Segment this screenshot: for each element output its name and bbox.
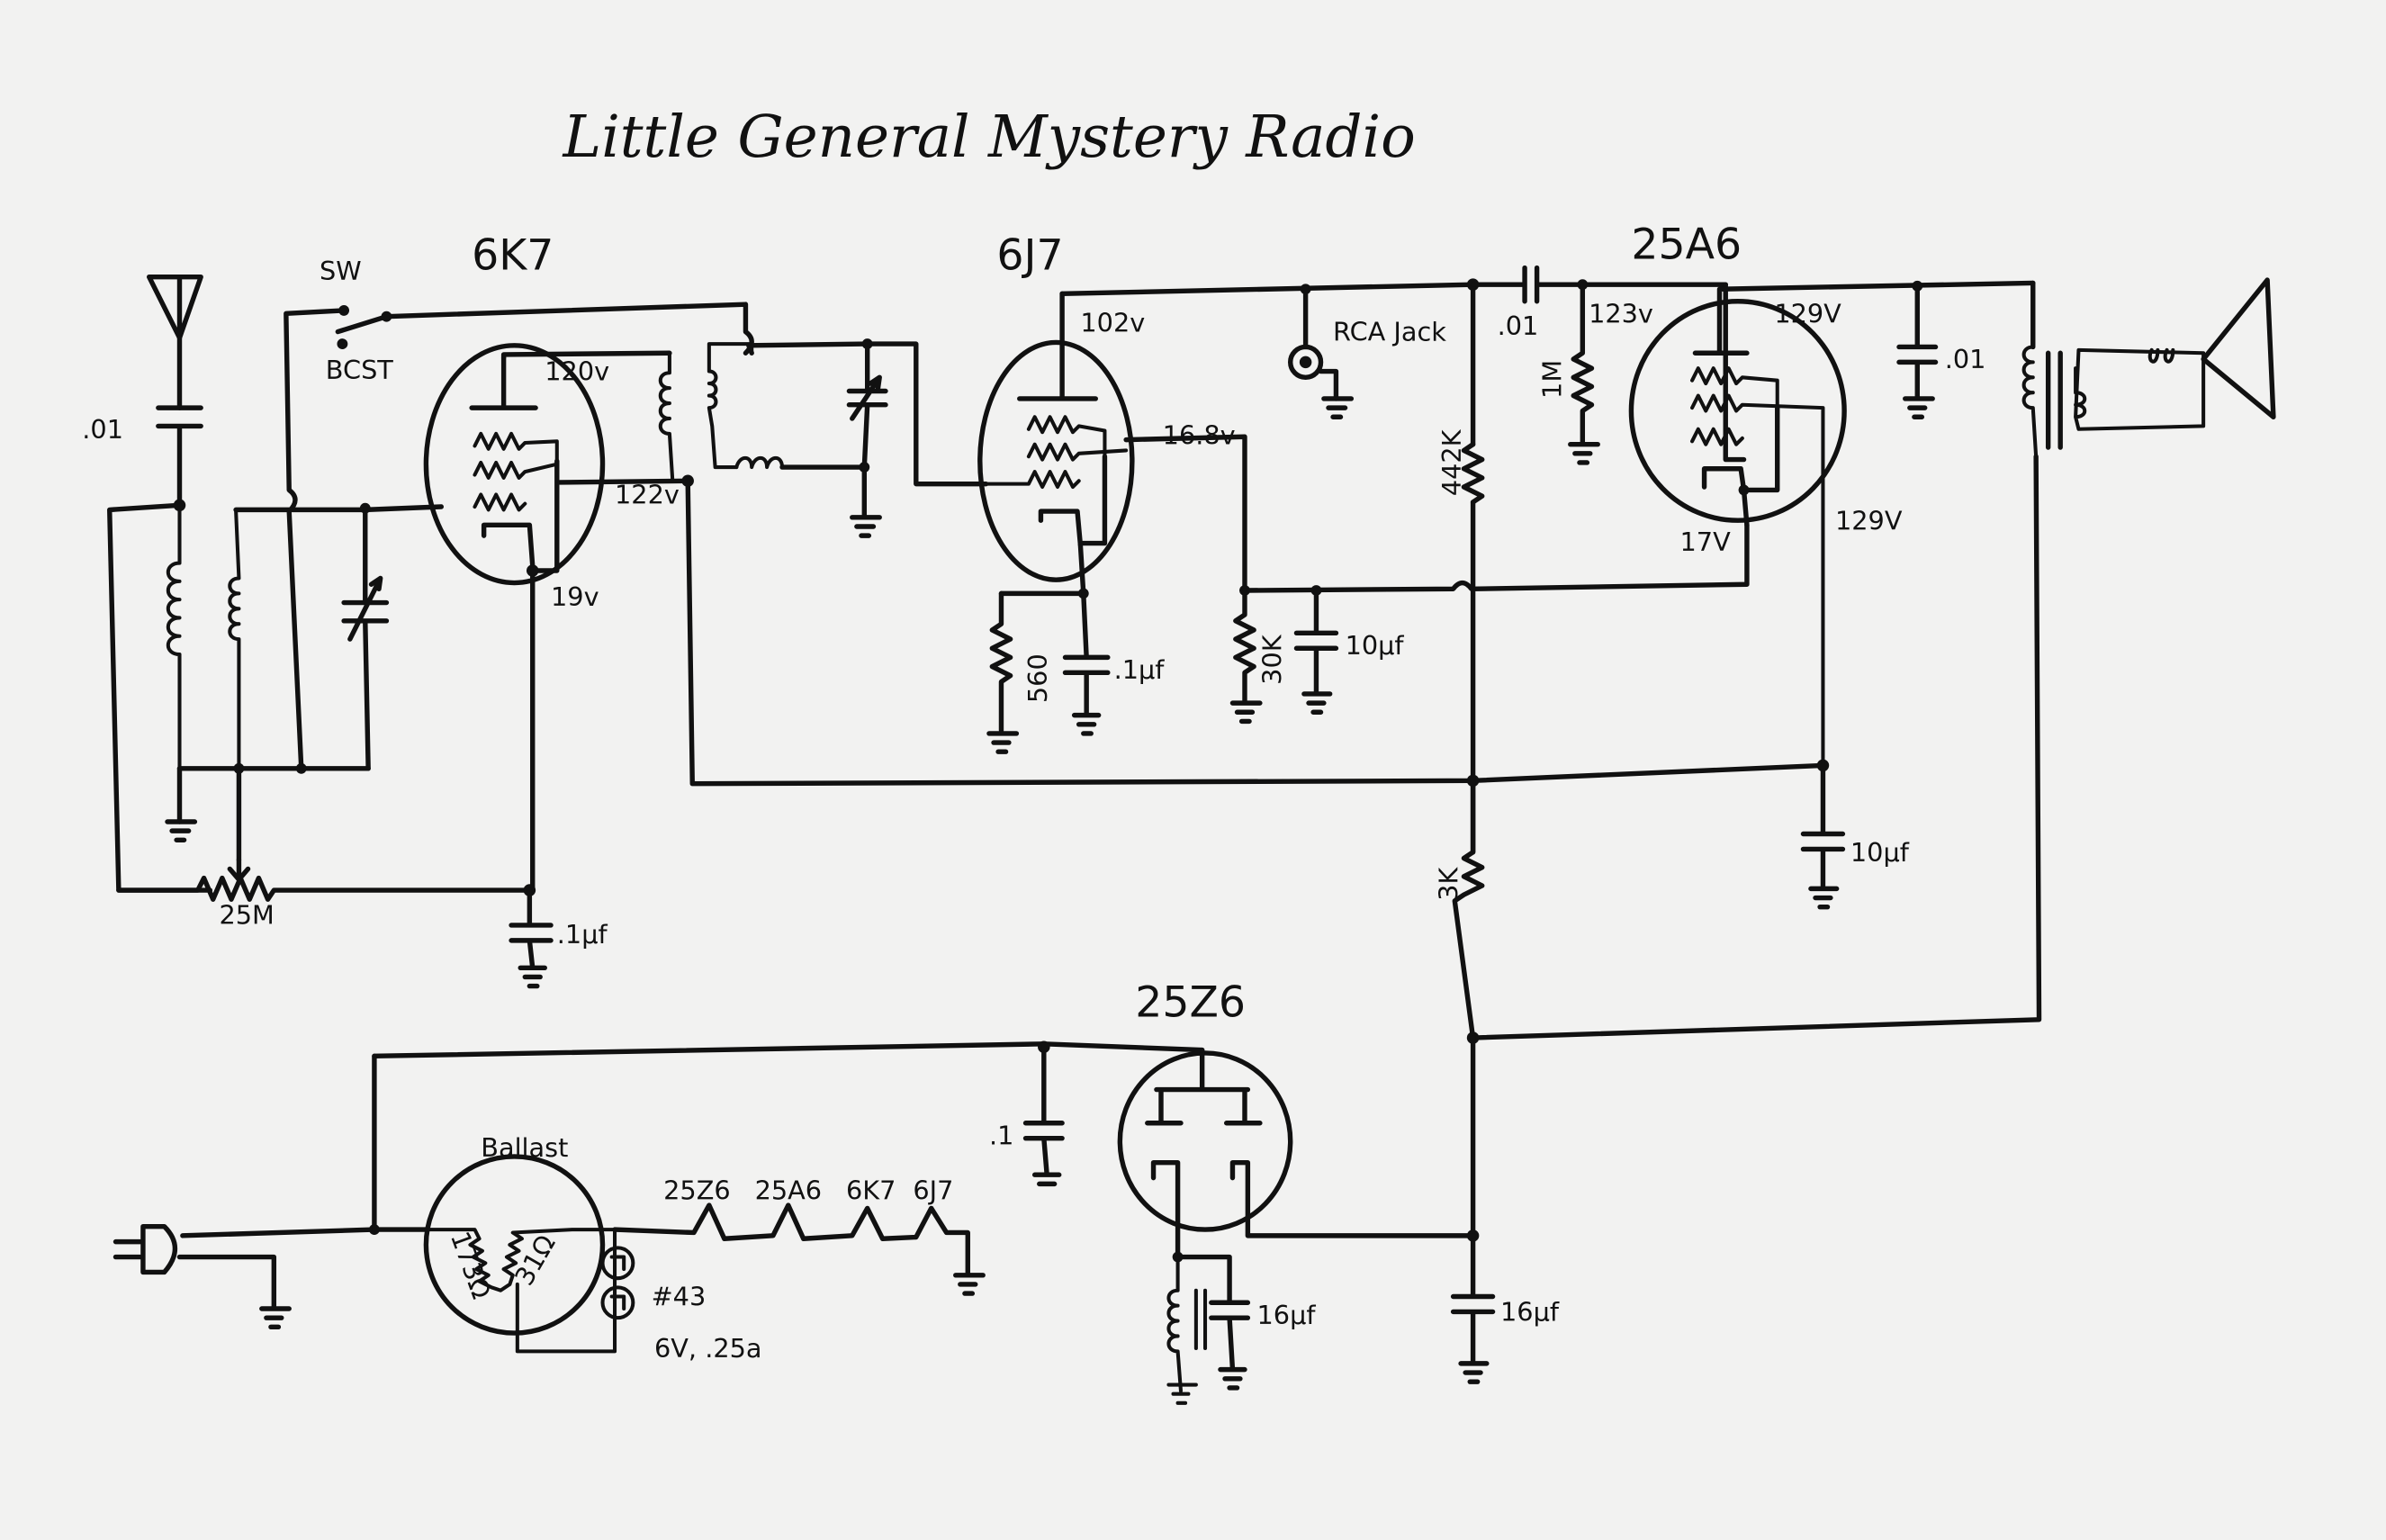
antenna-coil: [166, 503, 182, 770]
cathode-cap-6j7: [1062, 590, 1111, 736]
line-bypass-cap-label: .1: [989, 1120, 1013, 1150]
line-bypass-capacitor: [1022, 1044, 1065, 1187]
wire-if-top: [746, 341, 870, 356]
plate-load-resistor-label: 442K: [1436, 428, 1467, 496]
switch-label: SW: [320, 256, 362, 286]
wire-switch-right: [383, 302, 754, 356]
ballast-resistance-1: 173Ω: [445, 1228, 497, 1303]
wire-b-plus-bus: [685, 478, 1826, 787]
wire-loop-left: [107, 502, 213, 893]
plate-bypass-cap-25a6-label: .01: [1945, 344, 1986, 374]
if-transformer-secondary: [707, 342, 785, 470]
filter-choke: [1166, 1255, 1208, 1405]
wire-output-return: [1470, 454, 2042, 1040]
voltage-6j7-plate: 102v: [1080, 308, 1145, 338]
wire-6j7-grid: [864, 341, 989, 487]
rf-secondary-coil: [228, 508, 241, 770]
wire-line-to-rectifier: [372, 1041, 1205, 1059]
filter-cap-1: [1175, 1254, 1251, 1391]
wire-grid-6k7: [233, 504, 445, 513]
voltage-6k7-cathode: 19v: [551, 581, 599, 612]
tube-label-6k7: 6K7: [472, 230, 554, 280]
if-transformer-primary: [658, 351, 675, 483]
voltage-25a6-cathode: 17V: [1680, 527, 1732, 557]
cathode-resistor-6j7: [986, 590, 1020, 754]
tube-label-25z6: 25Z6: [1135, 977, 1246, 1027]
coupling-capacitor: [1470, 265, 1728, 304]
tube-label-25a6: 25A6: [1631, 220, 1742, 269]
heater-label-25a6: 25A6: [755, 1175, 823, 1205]
wire-ac-line: [180, 1227, 429, 1238]
heater-string: [612, 1202, 986, 1296]
cathode-resistor-6j7-label: 560: [1022, 653, 1053, 703]
volume-pot-label: 25M: [219, 899, 274, 930]
volume-potentiometer: [116, 857, 533, 902]
wire-25a6-grid: [1723, 282, 1747, 463]
plate-bypass-cap-25a6: [1896, 284, 1939, 419]
wire-6k7-plate: [500, 350, 672, 361]
cathode-bypass-cap-6k7-label: .1µf: [557, 919, 608, 950]
filter-cap-2: [1450, 1233, 1496, 1384]
output-transformer: [2021, 345, 2206, 459]
antenna-capacitor: [156, 405, 203, 509]
heater-label-6j7: 6J7: [913, 1175, 953, 1205]
ground-icon: [850, 515, 882, 538]
voltage-6k7-plate: 120v: [545, 356, 609, 387]
wire-6k7-screen: [557, 478, 690, 485]
cathode-cap-6j7-label: .1µf: [1114, 654, 1166, 685]
plate-load-resistor: [1461, 441, 1485, 505]
screen-resistor-6j7-label: 30K: [1257, 634, 1288, 685]
voltage-25a6-screen: 129V: [1835, 505, 1903, 536]
pilot-lamp-rating: 6V, .25a: [654, 1333, 762, 1364]
tube-25z6: [1117, 1047, 1476, 1260]
pilot-lamps: [600, 1246, 635, 1320]
rca-jack-label: RCA Jack: [1333, 317, 1446, 347]
diagram-title: Little General Mystery Radio: [563, 104, 1416, 171]
voltage-6k7-screen: 122v: [615, 480, 680, 510]
filter-cap-2-label: 16µf: [1500, 1297, 1560, 1328]
wire-6j7-plate: [1059, 282, 1476, 297]
coupling-cap-label: .01: [1498, 311, 1539, 341]
junction: [1738, 484, 1750, 496]
wire-screen-bus: [1242, 522, 1750, 593]
junction: [526, 564, 539, 577]
tube-25a6: [1628, 280, 2036, 768]
pilot-lamp-label: #43: [652, 1282, 707, 1312]
variable-capacitor-rf: [341, 505, 390, 771]
switch-position-label: BCST: [326, 355, 394, 385]
variable-capacitor-if: [846, 341, 888, 470]
screen-bypass-cap-25a6-label: 10µf: [1850, 837, 1910, 868]
wire-6j7-cathode: [1077, 542, 1086, 597]
grid-resistor: [1568, 282, 1600, 465]
ground-icon: [165, 819, 198, 842]
antenna-cap-label: .01: [82, 414, 123, 445]
screen-resistor-6j7: [1229, 588, 1263, 725]
voltage-25a6-grid-node: 123v: [1589, 298, 1653, 329]
screen-bypass-cap-25a6: [1800, 762, 1846, 910]
antenna: [146, 275, 203, 341]
wire-switch-left: [284, 308, 347, 771]
tube-label-6j7: 6J7: [996, 230, 1063, 280]
tube-6j7: [977, 291, 1135, 582]
ballast-resistance-2: 31Ω: [509, 1229, 562, 1291]
heater-label-25z6: 25Z6: [663, 1175, 731, 1205]
dropping-resistor-label: 3K: [1434, 867, 1464, 901]
screen-cap-6j7-label: 10µf: [1346, 630, 1405, 661]
tube-6k7: [423, 343, 606, 586]
cathode-bypass-cap-6k7: [509, 887, 554, 989]
voltage-25a6-plate: 129V: [1774, 298, 1841, 329]
dropping-resistor: [1452, 778, 1485, 1040]
screen-cap-6j7: [1293, 588, 1339, 715]
rca-jack[interactable]: [1287, 286, 1355, 419]
heater-label-6k7: 6K7: [846, 1175, 896, 1205]
speaker-icon: [2201, 277, 2276, 419]
ground-icon: [176, 1254, 292, 1330]
ac-plug-icon[interactable]: [113, 1224, 178, 1275]
filter-cap-1-label: 16µf: [1257, 1300, 1317, 1330]
ballast-tube: [423, 1154, 617, 1354]
grid-resistor-label: 1M: [1537, 360, 1568, 399]
wire-6j7-screen: [1123, 434, 1247, 593]
